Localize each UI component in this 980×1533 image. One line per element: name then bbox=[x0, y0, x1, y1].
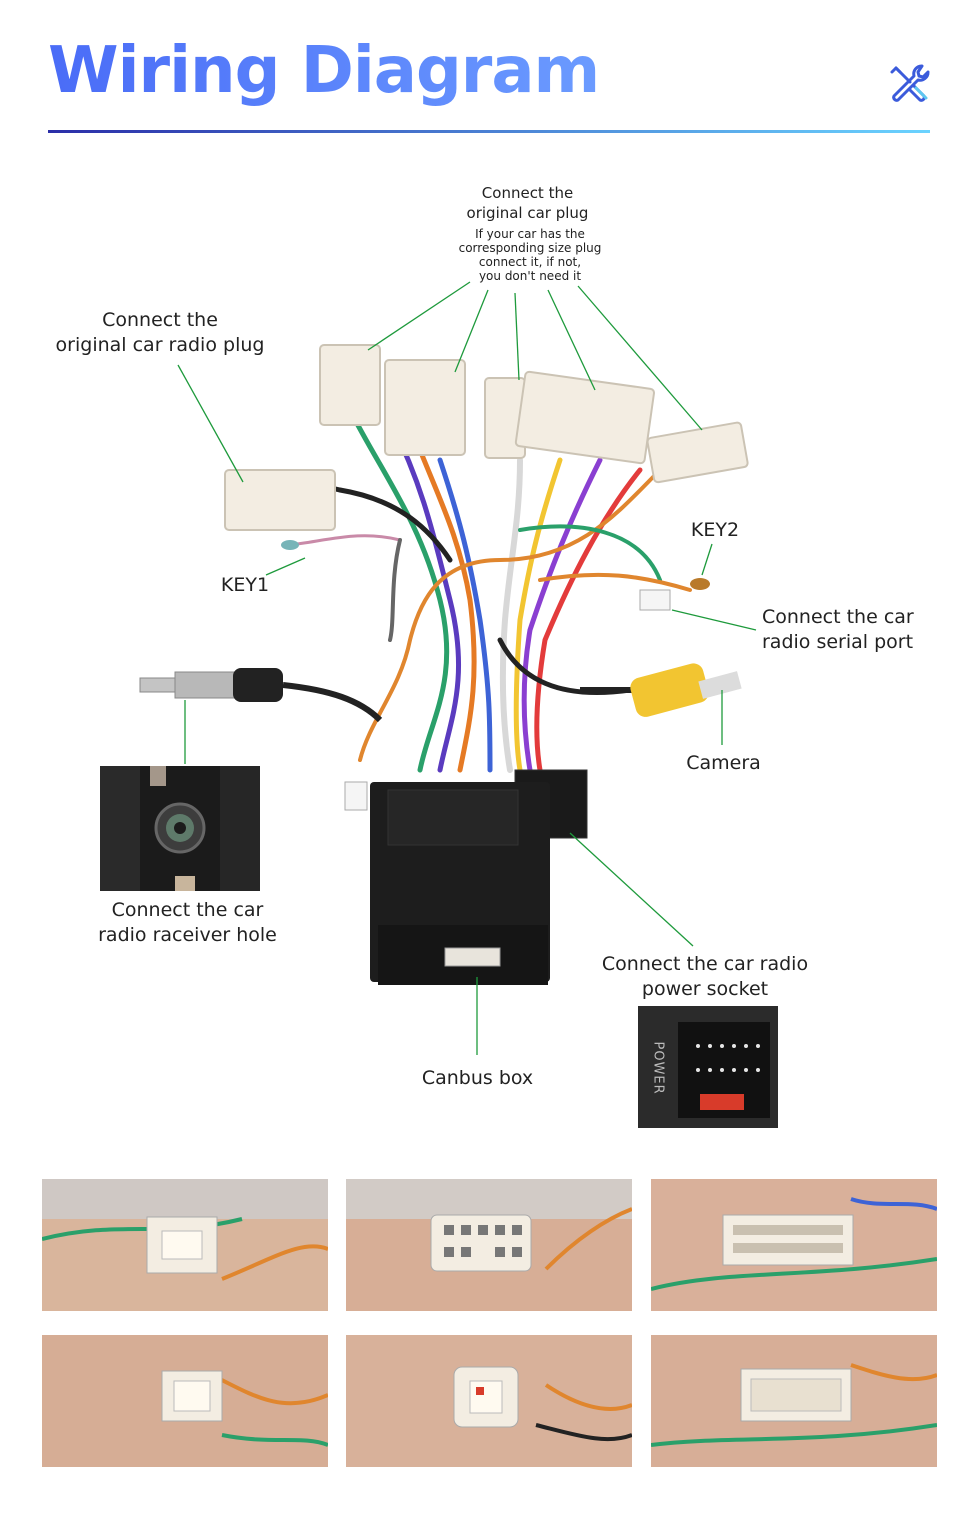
power-text: POWER bbox=[650, 1041, 666, 1095]
receiver-hole-label-line2: radio raceiver hole bbox=[98, 924, 277, 946]
canbus-box-label: Canbus box bbox=[421, 1067, 534, 1089]
canbus-box bbox=[370, 782, 550, 985]
connector-photo-5 bbox=[346, 1335, 632, 1467]
radio-plug-label-line2: original car radio plug bbox=[55, 334, 265, 356]
wire-bundle bbox=[257, 407, 692, 773]
key1-wire-tip bbox=[281, 540, 299, 550]
connector-photo-2 bbox=[346, 1179, 632, 1311]
original-plug-note-1: If your car has the bbox=[475, 227, 585, 241]
connector-photo-1 bbox=[42, 1179, 328, 1311]
serial-port-label-line1: Connect the car bbox=[762, 606, 914, 628]
key2-wire-tip bbox=[690, 578, 710, 590]
power-socket-photo: POWER bbox=[638, 1006, 778, 1128]
antenna-connector bbox=[139, 668, 383, 723]
power-socket-label-line1: Connect the car radio bbox=[601, 953, 809, 975]
receiver-hole-label-line1: Connect the car bbox=[111, 899, 264, 921]
connector-photo-4 bbox=[42, 1335, 328, 1467]
radio-plug-connector bbox=[224, 469, 336, 531]
connector-photo-3 bbox=[651, 1179, 937, 1311]
camera-rca-connector bbox=[579, 663, 742, 717]
original-car-connectors bbox=[319, 344, 749, 484]
power-socket-label-line2: power socket bbox=[641, 978, 769, 1000]
original-plug-note-4: you don't need it bbox=[478, 269, 582, 283]
original-plug-label-line2: original car plug bbox=[466, 204, 589, 222]
original-plug-label-line1: Connect the bbox=[481, 184, 574, 202]
radio-plug-label-line1: Connect the bbox=[102, 309, 218, 331]
leader-lines bbox=[177, 281, 757, 1055]
key2-label: KEY2 bbox=[690, 519, 740, 541]
serial-port-label-line2: radio serial port bbox=[762, 631, 914, 653]
page-title: Wiring Diagram bbox=[48, 34, 600, 108]
key1-label: KEY1 bbox=[220, 574, 270, 596]
serial-port-connector bbox=[639, 589, 671, 611]
tools-icon bbox=[890, 64, 930, 102]
connector-photo-6 bbox=[651, 1335, 937, 1467]
antenna-socket-photo bbox=[100, 766, 260, 891]
header-divider bbox=[48, 130, 930, 133]
camera-label: Camera bbox=[686, 752, 761, 774]
original-plug-note-2: corresponding size plug bbox=[458, 241, 602, 255]
original-plug-note-3: connect it, if not, bbox=[478, 255, 582, 269]
